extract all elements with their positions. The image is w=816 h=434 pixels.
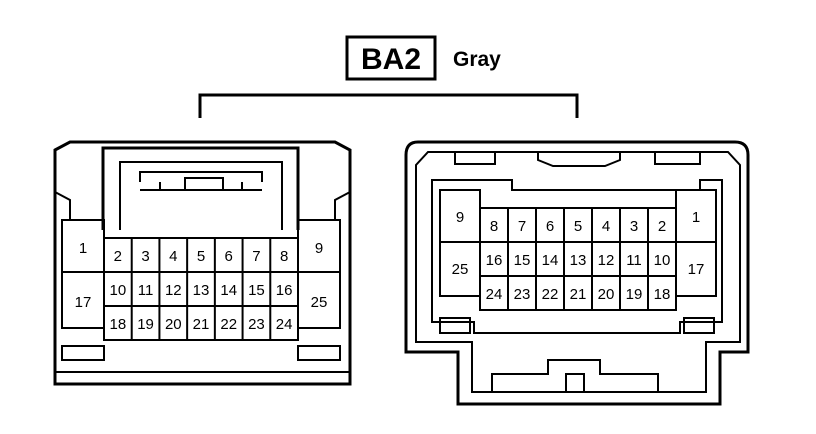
pin-20: 20 [165,316,182,333]
pin-14: 14 [542,252,559,269]
right-connector-view [404,140,750,406]
left-side-pins-left-frame [61,219,105,329]
pin-3: 3 [630,218,638,235]
connector-code: BA2 [361,43,421,76]
left-side-pins-right-frame [297,219,341,329]
pin-21: 21 [193,316,210,333]
pin-25: 25 [311,294,328,311]
pin-7: 7 [518,218,526,235]
pin-25: 25 [452,261,469,278]
pin-19: 19 [626,286,643,303]
pin-2: 2 [114,248,122,265]
pin-5: 5 [197,248,205,265]
view-bracket [198,93,579,118]
pin-2: 2 [658,218,666,235]
pin-15: 15 [514,252,531,269]
pin-12: 12 [165,282,182,299]
pin-17: 17 [75,294,92,311]
pin-13: 13 [570,252,587,269]
pin-13: 13 [193,282,210,299]
pin-23: 23 [248,316,265,333]
pin-9: 9 [456,209,464,226]
pin-4: 4 [169,248,177,265]
pin-15: 15 [248,282,265,299]
right-housing [404,140,750,406]
pin-6: 6 [225,248,233,265]
pin-8: 8 [280,248,288,265]
connector-color: Gray [453,48,501,71]
left-connector-view [53,140,352,386]
pin-1: 1 [79,240,87,257]
pin-21: 21 [570,286,587,303]
left-housing [53,140,352,386]
pin-24: 24 [486,286,503,303]
connector-code-box [345,35,437,81]
pin-19: 19 [137,316,154,333]
pin-8: 8 [490,218,498,235]
pin-9: 9 [315,240,323,257]
pin-12: 12 [598,252,615,269]
pin-22: 22 [542,286,559,303]
pin-10: 10 [110,282,127,299]
pin-20: 20 [598,286,615,303]
right-pin-grid-frame [479,207,677,311]
pin-23: 23 [514,286,531,303]
pin-11: 11 [138,282,154,299]
pin-17: 17 [688,261,705,278]
pin-11: 11 [626,252,642,269]
pin-18: 18 [654,286,671,303]
pin-24: 24 [276,316,293,333]
pin-1: 1 [692,209,700,226]
pin-22: 22 [220,316,237,333]
left-pin-grid-frame [103,237,299,341]
pin-7: 7 [252,248,260,265]
pin-14: 14 [220,282,237,299]
pin-6: 6 [546,218,554,235]
pin-10: 10 [654,252,671,269]
pin-5: 5 [574,218,582,235]
pin-16: 16 [486,252,503,269]
pin-4: 4 [602,218,610,235]
pin-3: 3 [141,248,149,265]
pin-16: 16 [276,282,293,299]
pin-18: 18 [110,316,127,333]
